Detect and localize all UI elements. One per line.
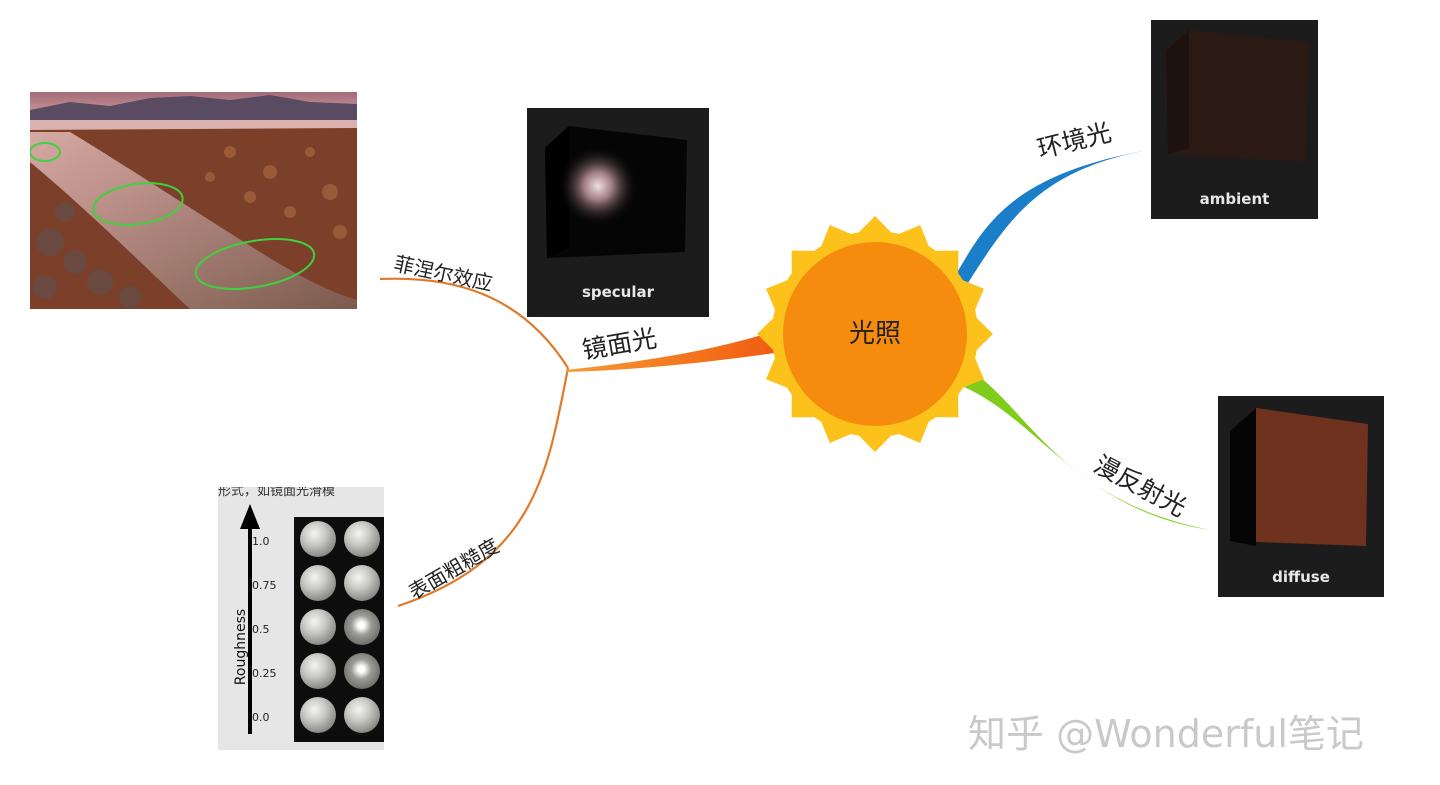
roughness-sphere	[344, 697, 380, 733]
specular-branch	[566, 330, 782, 372]
watermark: 知乎 @Wonderful笔记	[968, 712, 1364, 756]
fresnel-label: 菲涅尔效应	[392, 251, 495, 295]
roughness-tick: 0.25	[252, 667, 277, 680]
roughness-sphere	[300, 609, 336, 645]
ambient-render: ambient	[1151, 20, 1318, 219]
roughness-tick: 1.0	[252, 535, 270, 548]
roughness-label: 表面粗糙度	[405, 534, 504, 605]
roughness-sphere-grid	[294, 517, 384, 742]
fresnel-twig	[379, 277, 569, 369]
roughness-tick: 0.75	[252, 579, 277, 592]
specular-render: specular	[527, 108, 709, 317]
roughness-chart: 形式，如镜面光滑模 Roughness 1.0 0.75 0.5 0.25 0.…	[218, 487, 384, 750]
diffuse-render: diffuse	[1218, 396, 1384, 597]
ambient-caption: ambient	[1199, 190, 1270, 208]
specular-caption: specular	[581, 283, 655, 301]
roughness-sphere	[300, 565, 336, 601]
roughness-tick: 0.0	[252, 711, 270, 724]
sun-core	[783, 242, 967, 426]
ambient-branch	[955, 150, 1148, 283]
fresnel-photo	[30, 92, 357, 309]
sun-icon	[757, 216, 993, 452]
diffuse-caption: diffuse	[1272, 568, 1330, 586]
roughness-arrow-icon	[240, 504, 260, 734]
roughness-top-text: 形式，如镜面光滑模	[218, 487, 336, 499]
center-label: 光照	[849, 319, 901, 349]
roughness-twig	[397, 367, 570, 608]
roughness-axis-label: Roughness	[233, 608, 249, 686]
roughness-tick: 0.5	[252, 623, 270, 636]
diffuse-label: 漫反射光	[1089, 450, 1191, 523]
roughness-sphere	[300, 653, 336, 689]
roughness-sphere	[344, 521, 380, 557]
ambient-label: 环境光	[1034, 118, 1114, 164]
roughness-sphere	[344, 565, 380, 601]
roughness-sphere	[344, 609, 380, 645]
roughness-sphere	[300, 697, 336, 733]
roughness-sphere	[300, 521, 336, 557]
diffuse-branch	[962, 368, 1210, 530]
specular-label: 镜面光	[580, 323, 659, 365]
roughness-sphere	[344, 653, 380, 689]
